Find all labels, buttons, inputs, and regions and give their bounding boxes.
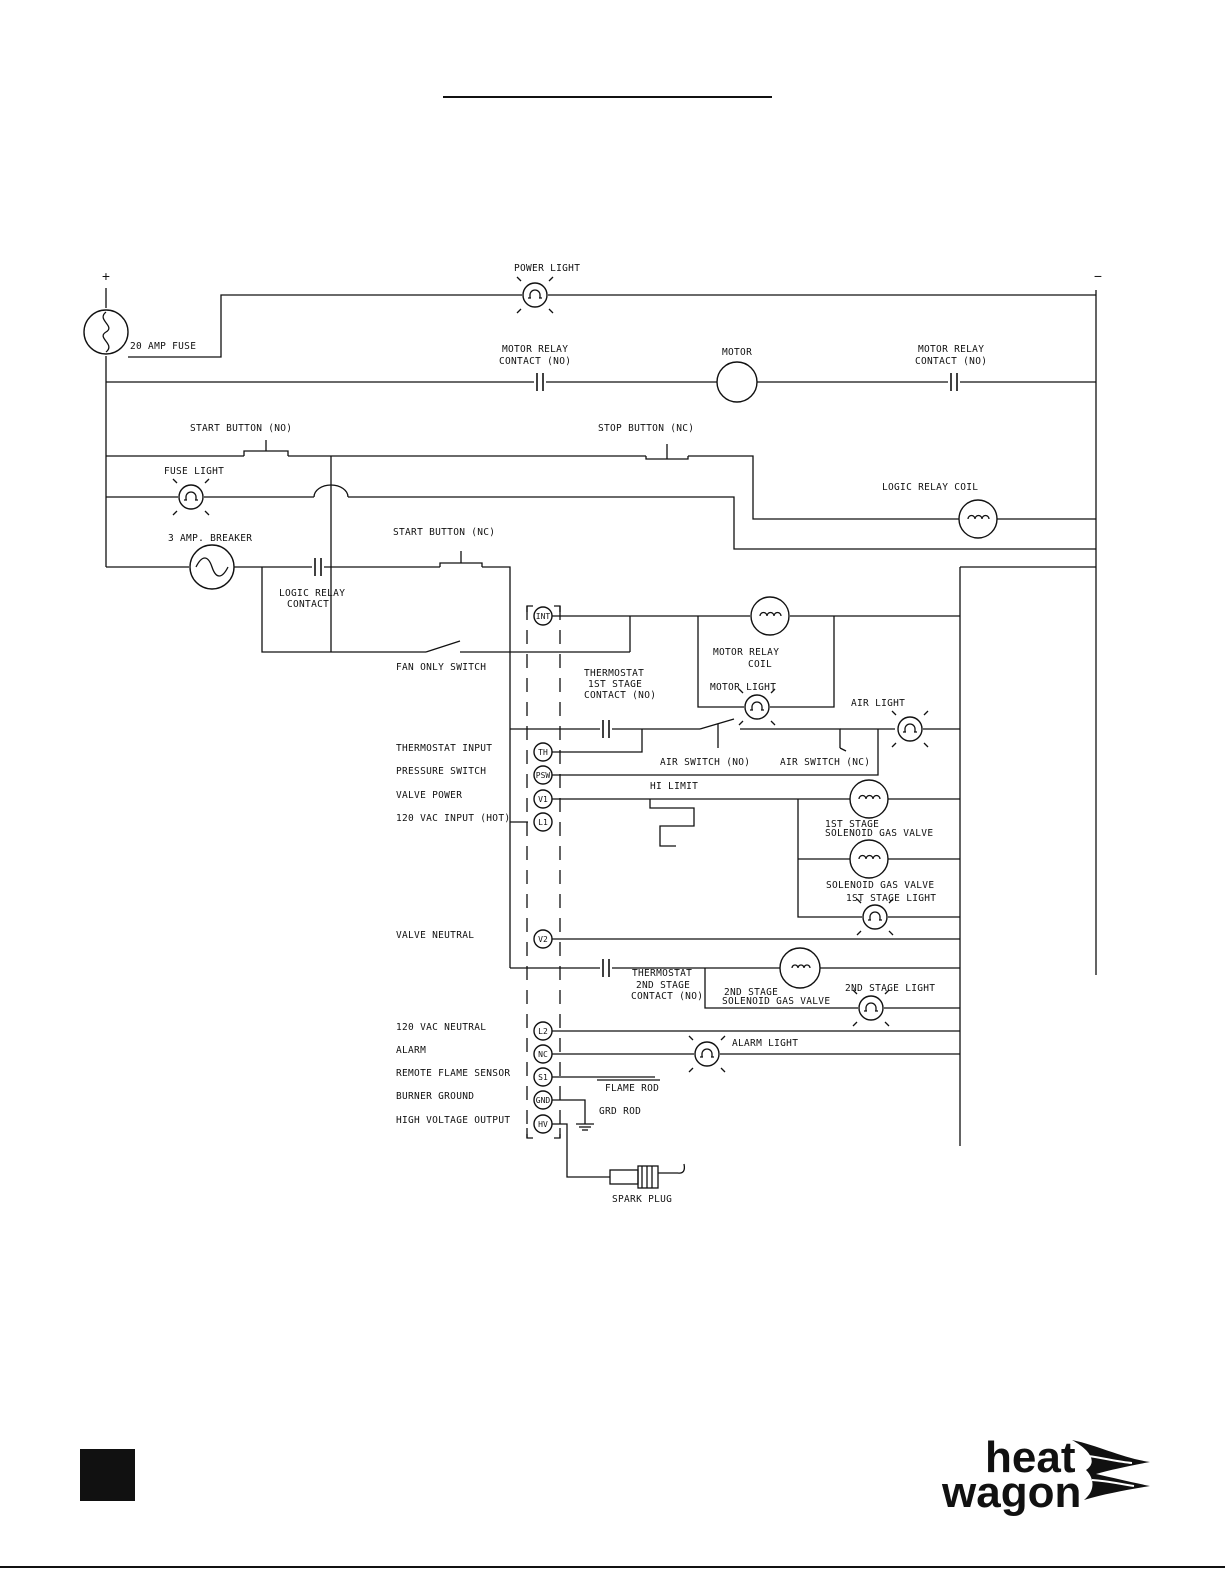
- terminal-code: INT: [536, 612, 551, 621]
- terminal-th: [533, 742, 553, 762]
- start-button-nc-label: START BUTTON (NC): [393, 527, 495, 538]
- breaker-label: 3 AMP. BREAKER: [168, 533, 252, 544]
- terminal-label: 120 VAC NEUTRAL: [396, 1022, 486, 1033]
- start-stop-rung: START BUTTON (NO) STOP BUTTON (NC) LOGIC…: [106, 423, 1096, 652]
- fuse-light-label: FUSE LIGHT: [164, 466, 224, 477]
- motor-rung: MOTOR RELAY CONTACT (NO) MOTOR MOTOR REL…: [106, 344, 1096, 403]
- terminal-v1: [533, 789, 553, 809]
- terminal-label: BURNER GROUND: [396, 1091, 474, 1102]
- power-light-label: POWER LIGHT: [514, 263, 580, 274]
- gas-valve-2nd-line1: 2ND STAGE: [724, 987, 778, 998]
- motor-relay-contact-2-line2: CONTACT (NO): [915, 356, 987, 367]
- stop-button-nc-label: STOP BUTTON (NC): [598, 423, 694, 434]
- terminal-code: NC: [538, 1050, 548, 1059]
- terminal-code: L2: [538, 1027, 548, 1036]
- terminal-label: VALVE POWER: [396, 790, 462, 801]
- motor-relay-section: MOTOR RELAY COIL MOTOR LIGHT: [510, 596, 960, 726]
- terminal-label: PRESSURE SWITCH: [396, 766, 486, 777]
- spark-plug-body: [609, 1169, 639, 1185]
- terminal-code: TH: [538, 748, 548, 757]
- terminal-code: PSW: [536, 771, 551, 780]
- terminal-label: VALVE NEUTRAL: [396, 930, 474, 941]
- terminal-int: [533, 606, 553, 626]
- motor-relay-contact-1-line1: MOTOR RELAY: [502, 344, 568, 355]
- terminal-code: V1: [538, 795, 548, 804]
- terminal-s1: [533, 1067, 553, 1087]
- stage2-light-label: 2ND STAGE LIGHT: [845, 983, 935, 994]
- terminal-v2: [533, 929, 553, 949]
- terminal-label: REMOTE FLAME SENSOR: [396, 1068, 510, 1079]
- terminal-code: L1: [538, 818, 548, 827]
- gas-valve-1st-line2: SOLENOID GAS VALVE: [825, 828, 933, 839]
- terminal-code: HV: [538, 1120, 548, 1129]
- grd-rod-label: GRD ROD: [599, 1106, 641, 1117]
- terminal-strip: [526, 605, 561, 1139]
- terminal-gnd: [533, 1090, 553, 1110]
- motor-light-label: MOTOR LIGHT: [710, 682, 776, 693]
- thermostat-2nd-line3: CONTACT (NO): [631, 991, 703, 1002]
- motor-relay-contact-1-line2: CONTACT (NO): [499, 356, 571, 367]
- breaker-rung: 3 AMP. BREAKER START BUTTON (NC) LOGIC R…: [106, 527, 511, 968]
- motor-label: MOTOR: [722, 347, 752, 358]
- air-switch-rung: THERMOSTAT 1ST STAGE CONTACT (NO) AIR LI…: [510, 668, 960, 776]
- hi-limit-label: HI LIMIT: [650, 781, 698, 792]
- gas-valve-section: HI LIMIT 1ST STAGE SOLENOID GAS VALVE SO…: [510, 779, 960, 936]
- terminals: INT TH THERMOSTAT INPUT PSW PRESSURE SWITCH V…: [396, 606, 553, 1134]
- thermostat-1st-line2: 1ST STAGE: [588, 679, 642, 690]
- motor-relay-coil-line2: COIL: [748, 659, 772, 670]
- thermostat-2nd-line1: THERMOSTAT: [632, 968, 692, 979]
- terminal-hv: [533, 1114, 553, 1134]
- logo-flame-mark: [1072, 1440, 1150, 1500]
- positive-terminal: +: [102, 268, 110, 284]
- logic-relay-contact-line1: LOGIC RELAY: [279, 588, 345, 599]
- air-light-label: AIR LIGHT: [851, 698, 905, 709]
- fuse-label: 20 AMP FUSE: [130, 341, 196, 352]
- terminal-psw: [533, 765, 553, 785]
- logic-relay-coil-label: LOGIC RELAY COIL: [882, 482, 978, 493]
- fan-only-switch-label: FAN ONLY SWITCH: [396, 662, 486, 673]
- stage1-light-label: 1ST STAGE LIGHT: [846, 893, 936, 904]
- air-switch-no-label: AIR SWITCH (NO): [660, 757, 750, 768]
- stage2-section: THERMOSTAT 2ND STAGE CONTACT (NO) 2ND ST…: [510, 938, 960, 1027]
- terminal-label: 120 VAC INPUT (HOT): [396, 813, 510, 824]
- terminal-l2: [533, 1021, 553, 1041]
- spark-plug-label: SPARK PLUG: [612, 1194, 672, 1205]
- logo-text-wagon: wagon: [941, 1468, 1081, 1517]
- motor-relay-contact-2-line1: MOTOR RELAY: [918, 344, 984, 355]
- heat-wagon-logo: heat wagon: [941, 1433, 1150, 1517]
- power-rails: [105, 288, 1097, 1146]
- logo-text-heat: heat: [985, 1433, 1076, 1482]
- terminal-l1: [533, 812, 553, 832]
- power-light-rung: POWER LIGHT: [128, 263, 1096, 358]
- thermostat-1st-line1: THERMOSTAT: [584, 668, 644, 679]
- terminal-label: ALARM: [396, 1045, 426, 1056]
- flame-rod-label: FLAME ROD: [605, 1083, 659, 1094]
- terminal-code: S1: [538, 1073, 548, 1082]
- thermostat-1st-line3: CONTACT (NO): [584, 690, 656, 701]
- thermostat-2nd-line2: 2ND STAGE: [636, 980, 690, 991]
- gas-valve-label: SOLENOID GAS VALVE: [826, 880, 934, 891]
- terminal-code: GND: [536, 1096, 551, 1105]
- air-switch-nc-label: AIR SWITCH (NC): [780, 757, 870, 768]
- start-button-no-label: START BUTTON (NO): [190, 423, 292, 434]
- fuse-20amp: 20 AMP FUSE: [83, 309, 196, 355]
- gas-valve-2nd-line2: SOLENOID GAS VALVE: [722, 996, 830, 1007]
- logic-relay-contact-line2: CONTACT: [287, 599, 329, 610]
- lower-connections: ALARM LIGHT FLAME ROD GRD ROD SPARK PLUG: [552, 1030, 960, 1205]
- terminal-label: THERMOSTAT INPUT: [396, 743, 492, 754]
- terminal-label: HIGH VOLTAGE OUTPUT: [396, 1115, 510, 1126]
- motor-relay-coil-line1: MOTOR RELAY: [713, 647, 779, 658]
- fuse-light-rung: FUSE LIGHT: [106, 466, 1096, 550]
- page-number-box: [80, 1449, 135, 1501]
- terminal-code: V2: [538, 935, 548, 944]
- gas-valve-1st-line1: 1ST STAGE: [825, 819, 879, 830]
- terminal-nc: [533, 1044, 553, 1064]
- negative-terminal: −: [1094, 268, 1102, 284]
- alarm-light-label: ALARM LIGHT: [732, 1038, 798, 1049]
